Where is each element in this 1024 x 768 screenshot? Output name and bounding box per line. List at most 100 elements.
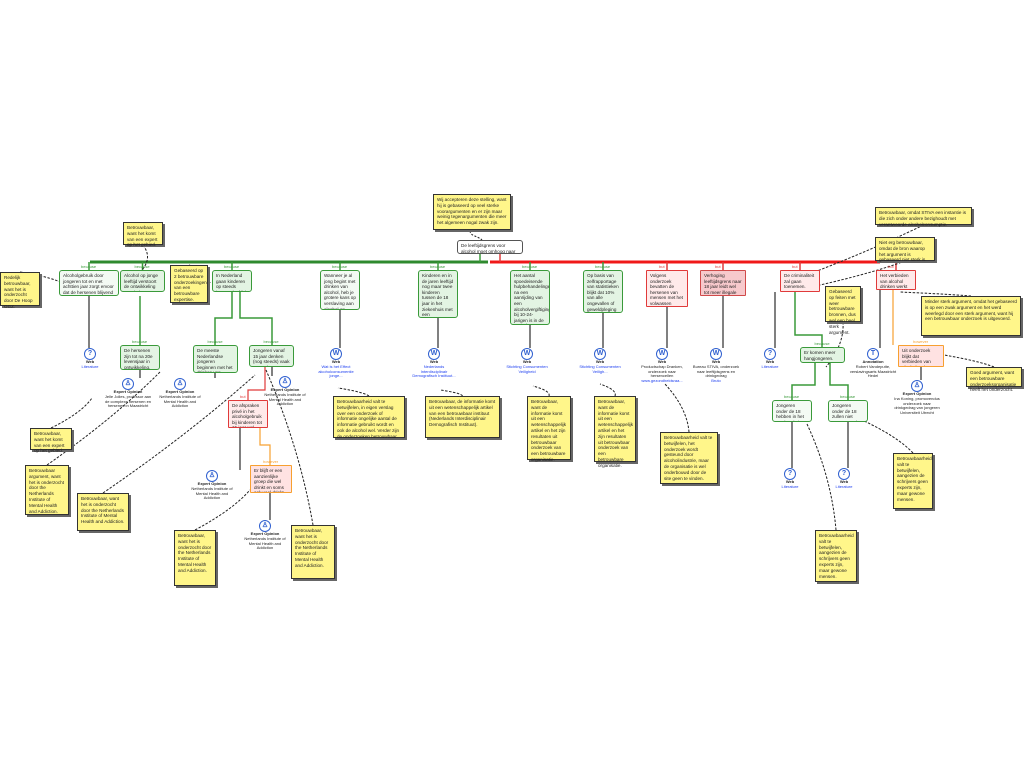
claim-con[interactable]: Volgens onderzoek bevatten de hersenen v… [646,270,688,307]
claim-pro[interactable]: Wanneer je al jong begint met drinken va… [320,270,360,310]
subclaim-pro[interactable]: De hersenen zijn tot na 20e levensjaar i… [120,345,160,370]
source-type: Expert Opinion [902,391,932,396]
source-link[interactable]: Literature [761,363,779,369]
reliability-note[interactable]: Gebaseerd op 2 betrouwbare onderzoekinge… [170,265,208,303]
subclaim-pro[interactable]: Jongeren vanaf 15 jaar denken (nog steed… [249,345,294,367]
claim-label: but [659,264,665,269]
reliability-note[interactable]: Betrouwbaar, want het komt van een exper… [123,222,163,247]
reliability-note[interactable]: Betrouwbaar, want het is onderzocht door… [77,493,129,531]
claim-pro[interactable]: Alcoholgebruik door jongeren tot en met … [59,270,119,296]
claim-pro[interactable]: Kinderen en in de jaren leeftijd nog maa… [418,270,458,318]
main-claim[interactable]: De leeftijdsgrens voor alcohol moet omho… [457,240,523,254]
claim-label: because [430,264,446,269]
claim-con[interactable]: De criminaliteit zal gaan toenemen. [780,270,820,292]
reliability-note[interactable]: Betrouwbaar, want het komt van een exper… [30,428,72,453]
reliability-note[interactable]: Betrouwbaarheid valt te betwijfelen, aan… [815,530,857,582]
note-link [265,369,314,526]
note-link [469,230,483,241]
note-link [194,489,251,531]
subclaim-pro[interactable]: Er komen meer hangjongeren. [800,347,845,363]
note-link [664,383,690,433]
claim-con[interactable]: Verhoging leeftijdsgrens naar 18 jaar le… [700,270,746,296]
reliability-note[interactable]: Betrouwbaar argument, want het is onderz… [25,465,69,515]
reliability-note[interactable]: Goed argument, want een betrouwbare onde… [966,367,1022,392]
connector [794,292,823,347]
source-type: Expert Opinion [250,531,280,536]
reliability-note[interactable]: Redelijk betrouwbaar, want het is onderz… [0,272,40,309]
claim-label: but [888,264,894,269]
reliability-note[interactable]: Betrouwbaar, omdat STIVA een instantie i… [875,207,972,227]
source-type: Web [765,359,775,364]
source-link[interactable]: Wat is het Effect alcoholconsumentie jon… [318,363,354,379]
claim-label: because [595,264,611,269]
source-detail: Robert Vandeputte, verslavingsarts Maast… [849,363,897,379]
reliability-note[interactable]: Minder sterk argument, omdat het gebasee… [921,296,1021,336]
connector [214,292,233,345]
connector [791,363,816,400]
subclaim-rebuttal[interactable]: Uit onderzoek blijkt dat verbieden van a… [898,345,944,367]
claim-pro[interactable]: Alcohol op jonge leeftijd verstoort de o… [120,270,165,292]
reliability-note[interactable]: Betrouwbaar, want de informatie komt uit… [594,396,636,468]
source-type: Web [595,359,605,364]
claim-pro[interactable]: Het aantal spoedeisende hulpbehandelinge… [510,270,550,325]
source-link[interactable]: Literature [781,483,799,489]
main-claim-note[interactable]: Wij accepteren deze stelling, want hij i… [433,194,511,230]
subclaim-label: because [263,339,279,344]
subclaim-rebuttal[interactable]: Er blijft er een aanzienlijke groep die … [250,465,292,493]
note-link [599,383,616,397]
source-link[interactable]: Nederlands Interdisciplinair Demografisc… [412,363,456,379]
subclaim-pro[interactable]: Jongeren onder de 18 hebben in het weeke… [772,400,812,422]
claim-pro[interactable]: In Nederland gaan kinderen op steeds jon… [212,270,252,292]
annotation-icon: T [867,348,879,360]
reliability-note[interactable]: Betrouwbaar, want het is onderzocht door… [291,525,335,579]
reliability-note[interactable]: Betrouwbaarheid valt te betwijfelen, het… [660,432,718,484]
expert-opinion-icon: ♙ [279,376,291,388]
reliability-note[interactable]: Betrouwbaar, want het is onderzocht door… [174,530,216,586]
source-link[interactable]: Bruto [711,378,721,384]
reliability-note[interactable]: Betrouwbaarheid valt te betwijfelen, in … [333,396,405,439]
source-link[interactable]: Stichting Consumenten Veiligheid [506,363,548,374]
note-link [861,419,914,454]
web-source-icon: ? [784,468,796,480]
subclaim-con[interactable]: De afspraken privé in het alcoholgebruik… [228,400,268,428]
reliability-note[interactable]: Niet erg betrouwbaar, omdat de bron waar… [875,237,935,262]
claim-label: because [332,264,348,269]
reliability-note[interactable]: Betrouwbaar, want de informatie komt uit… [527,396,571,462]
subclaim-pro[interactable]: De meeste Nederlandse jongeren beginnen … [193,345,238,373]
subclaim-pro[interactable]: Jongeren onder de 18 zullen niet meer na… [828,400,868,422]
note-link [102,374,256,494]
reliability-note[interactable]: Gebaseerd op feiten met weer betrouwbare… [825,286,861,335]
source-link[interactable]: Literature [835,483,853,489]
source-type: Annotation [862,359,884,364]
note-link [46,371,161,466]
source-link[interactable]: Stichting Consumenten Veiligh... [579,363,621,374]
claim-pro[interactable]: Op basis van zelfrapportage van statisti… [583,270,623,313]
subclaim-label: because [132,339,148,344]
claim-con[interactable]: Het verbieden van alcohol drinken werkt … [876,270,916,290]
web-source-icon: W [428,348,440,360]
reliability-note[interactable]: Betrouwbaarheid valt te betwijfelen, aan… [893,453,933,509]
source-link[interactable]: Literature [81,363,99,369]
source-link[interactable]: www.gezondheidsraa... [641,378,683,384]
claim-label: but [715,264,721,269]
reliability-note[interactable]: Betrouwbaar, de informatie komt uit een … [425,396,500,438]
source-detail: Netherlands Institute of Mental Health a… [264,391,306,407]
source-detail: Jelle Jolles, professor aan de complexe … [104,393,152,409]
